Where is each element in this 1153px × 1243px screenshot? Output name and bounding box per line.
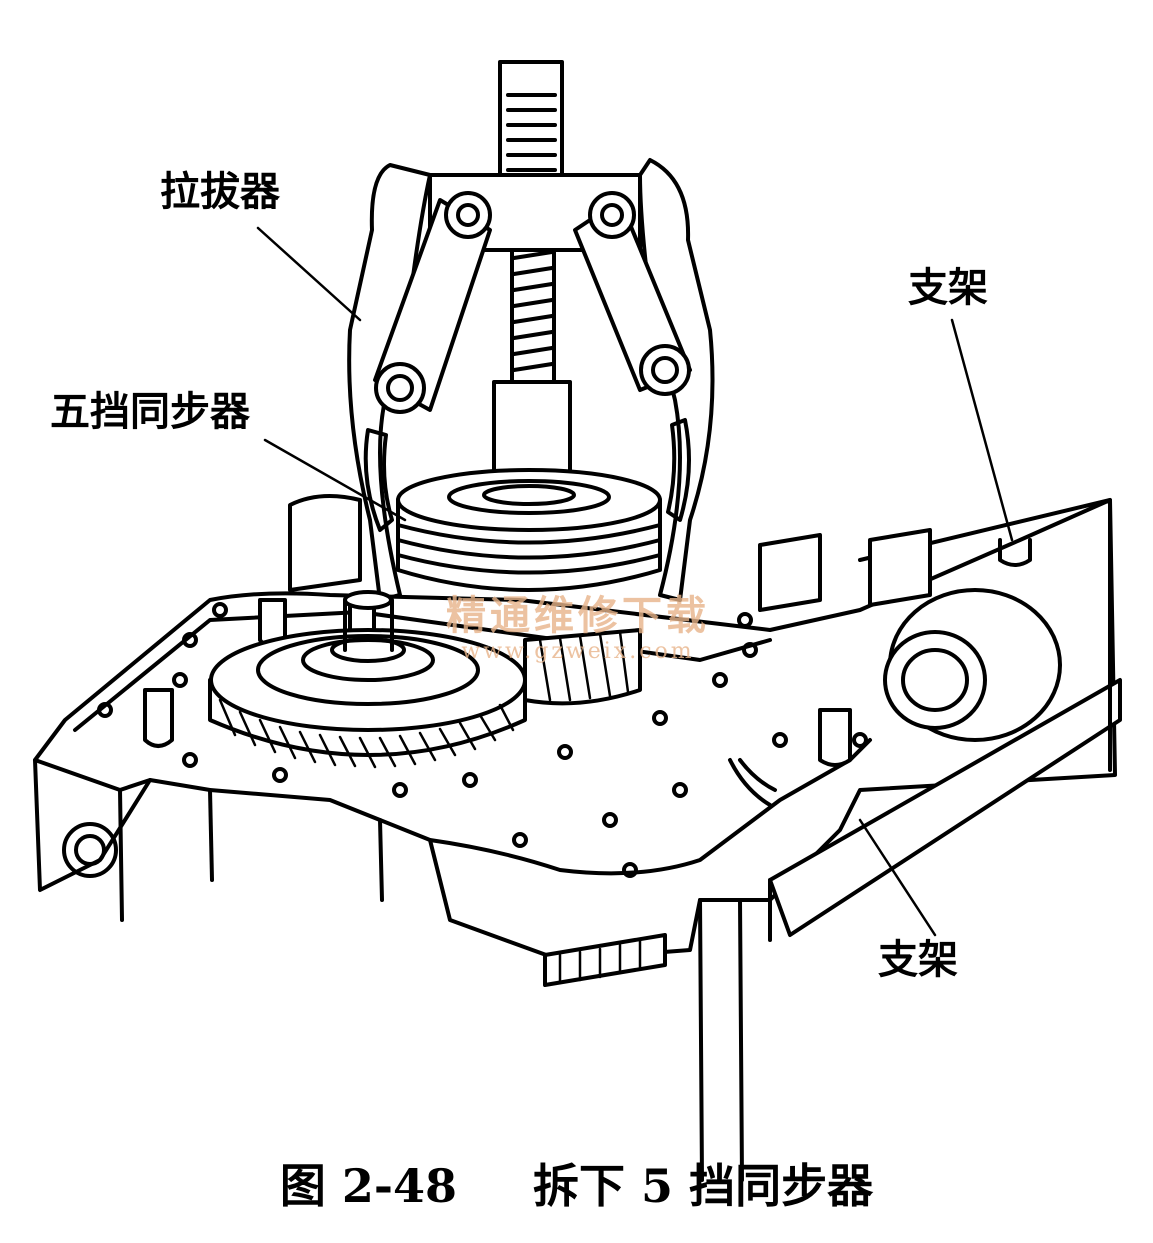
caption-text: 拆下 5 挡同步器: [533, 1159, 874, 1213]
synchronizer: [396, 468, 662, 592]
puller-frame: [347, 158, 715, 602]
leader-lines: [256, 226, 1014, 937]
transmission-case: [33, 494, 1117, 1182]
figure-caption: 图 2-48 拆下 5 挡同步器: [0, 1150, 1153, 1216]
bracket: [728, 498, 1122, 942]
label-bracket-top: 支架: [908, 265, 988, 311]
watermark: 精通维修下载 www.gzweix.com: [398, 583, 758, 664]
puller-screw: [492, 60, 572, 494]
watermark-url: www.gzweix.com: [461, 639, 695, 664]
helical-gear: [208, 590, 667, 987]
label-puller: 拉拔器: [160, 169, 280, 215]
caption-number: 图 2-48: [279, 1159, 458, 1213]
label-fifth-gear-synchronizer: 五挡同步器: [50, 389, 250, 435]
watermark-text: 精通维修下载: [446, 592, 710, 639]
label-bracket-bottom: 支架: [878, 937, 958, 983]
